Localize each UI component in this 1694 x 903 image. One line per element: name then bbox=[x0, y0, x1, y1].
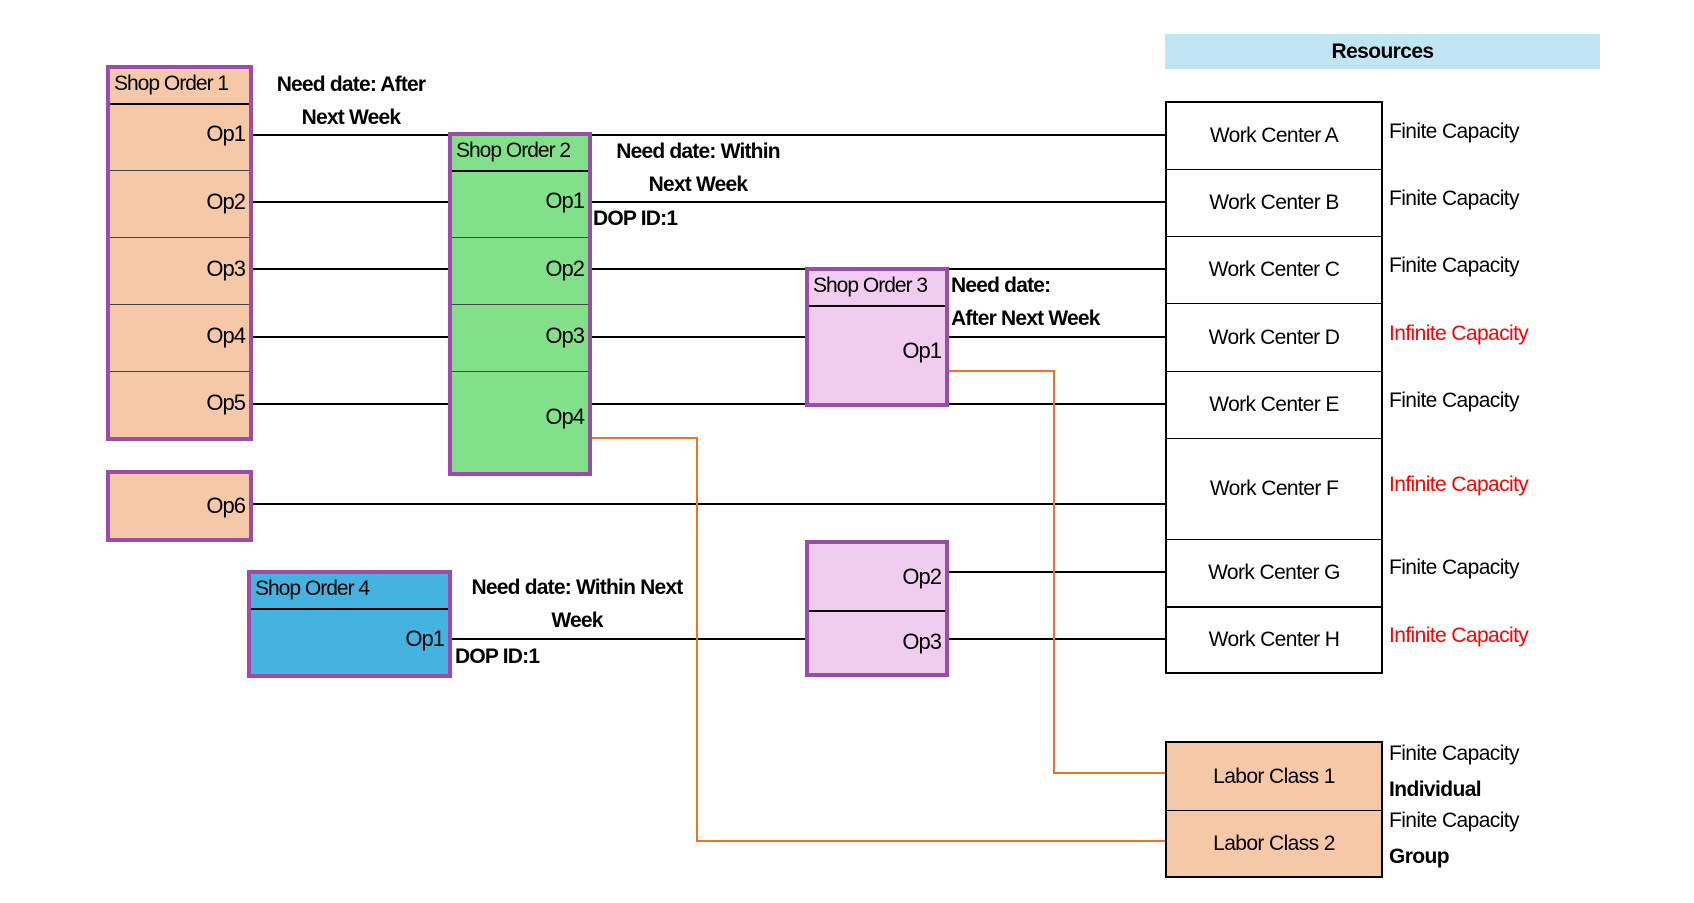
so3-op2-row: Op2 bbox=[809, 544, 945, 610]
so1-op3-row: Op3 bbox=[110, 237, 249, 304]
work-center-a-label: Work Center A bbox=[1209, 124, 1339, 147]
so3-need-date-line2: After Next Week bbox=[951, 307, 1100, 330]
so2-need-date-note: Need date: Within Next Week bbox=[600, 135, 796, 201]
capacity-h: Infinite Capacity bbox=[1389, 624, 1529, 647]
so2-op4-row: Op4 bbox=[452, 371, 588, 472]
work-center-c-label: Work Center C bbox=[1208, 258, 1340, 281]
work-center-table: Work Center A Work Center B Work Center … bbox=[1165, 101, 1383, 674]
so1-need-date-note: Need date: After Next Week bbox=[262, 68, 440, 134]
so4-dop-id: DOP ID:1 bbox=[455, 645, 540, 668]
so2-op2-label: Op2 bbox=[545, 256, 585, 281]
work-center-f-label: Work Center F bbox=[1209, 477, 1339, 500]
link-so3-op1-labor-class-1 bbox=[947, 370, 1165, 774]
so3-op3-label: Op3 bbox=[902, 629, 942, 654]
capacity-a: Finite Capacity bbox=[1389, 120, 1519, 143]
work-center-e-label: Work Center E bbox=[1209, 393, 1339, 416]
labor-class-2-type: Group bbox=[1389, 845, 1450, 868]
capacity-g: Finite Capacity bbox=[1389, 556, 1519, 579]
resources-header: Resources bbox=[1165, 34, 1600, 69]
shop-order-3-title: Shop Order 3 bbox=[809, 271, 945, 307]
so2-op2-row: Op2 bbox=[452, 237, 588, 304]
so4-need-date-note: Need date: Within Next Week bbox=[460, 571, 694, 637]
so2-op4-label: Op4 bbox=[545, 404, 585, 429]
work-center-b: Work Center B bbox=[1167, 169, 1381, 236]
so2-op3-row: Op3 bbox=[452, 304, 588, 371]
shop-order-1-title: Shop Order 1 bbox=[110, 69, 249, 105]
labor-class-1-capacity: Finite Capacity bbox=[1389, 742, 1519, 765]
so2-dop-id: DOP ID:1 bbox=[593, 207, 678, 230]
labor-class-1-type: Individual bbox=[1389, 778, 1482, 801]
so1-op3-label: Op3 bbox=[206, 256, 246, 281]
so3-need-date-line1: Need date: bbox=[951, 274, 1051, 297]
shop-order-3-extra-box: Op2 Op3 bbox=[805, 540, 949, 677]
so1-need-date-line1: Need date: After bbox=[276, 73, 426, 96]
shop-order-4-box: Shop Order 4 Op1 bbox=[247, 570, 452, 678]
resources-header-label: Resources bbox=[1331, 40, 1435, 63]
capacity-e: Finite Capacity bbox=[1389, 389, 1519, 412]
so2-op1-row: Op1 bbox=[452, 170, 588, 237]
so2-op3-label: Op3 bbox=[545, 323, 585, 348]
so1-need-date-line2: Next Week bbox=[301, 106, 401, 129]
so2-need-date-line2: Next Week bbox=[648, 173, 748, 196]
labor-class-table: Labor Class 1 Labor Class 2 bbox=[1165, 741, 1383, 878]
so4-need-date-line1: Need date: Within Next bbox=[471, 576, 684, 599]
capacity-f: Infinite Capacity bbox=[1389, 473, 1529, 496]
so3-op3-row: Op3 bbox=[809, 610, 945, 673]
work-center-d: Work Center D bbox=[1167, 303, 1381, 371]
so1-op4-row: Op4 bbox=[110, 304, 249, 371]
shop-order-3-box: Shop Order 3 Op1 bbox=[805, 267, 949, 407]
labor-class-1-label: Labor Class 1 bbox=[1213, 764, 1335, 788]
so1-op1-label: Op1 bbox=[206, 121, 246, 146]
work-center-g-label: Work Center G bbox=[1208, 561, 1340, 584]
so2-op1-label: Op1 bbox=[545, 188, 585, 213]
labor-class-2-label: Labor Class 2 bbox=[1213, 831, 1335, 855]
work-center-h: Work Center H bbox=[1167, 606, 1381, 672]
work-center-b-label: Work Center B bbox=[1209, 191, 1339, 214]
shop-order-2-title: Shop Order 2 bbox=[452, 136, 588, 172]
shop-order-4-title: Shop Order 4 bbox=[251, 574, 448, 610]
work-center-e: Work Center E bbox=[1167, 371, 1381, 438]
work-center-g: Work Center G bbox=[1167, 539, 1381, 606]
so4-need-date-line2: Week bbox=[551, 609, 603, 632]
work-center-f: Work Center F bbox=[1167, 438, 1381, 539]
so1-op5-label: Op5 bbox=[206, 390, 246, 415]
so1-op2-row: Op2 bbox=[110, 170, 249, 237]
work-center-c: Work Center C bbox=[1167, 236, 1381, 303]
so3-need-date-note: Need date: After Next Week bbox=[951, 269, 1100, 335]
so4-op1-row: Op1 bbox=[251, 608, 448, 674]
shop-order-1-op6-box: Op6 bbox=[106, 470, 253, 542]
so4-op1-label: Op1 bbox=[405, 626, 445, 651]
work-center-h-label: Work Center H bbox=[1208, 628, 1340, 651]
so3-op1-row: Op1 bbox=[809, 305, 945, 403]
so1-op5-row: Op5 bbox=[110, 371, 249, 437]
capacity-d: Infinite Capacity bbox=[1389, 322, 1529, 345]
shop-order-1-box: Shop Order 1 Op1 Op2 Op3 Op4 Op5 bbox=[106, 65, 253, 441]
work-center-a: Work Center A bbox=[1167, 103, 1381, 169]
so1-op4-label: Op4 bbox=[206, 323, 246, 348]
so2-need-date-line1: Need date: Within bbox=[616, 140, 780, 163]
capacity-c: Finite Capacity bbox=[1389, 254, 1519, 277]
so3-op1-label: Op1 bbox=[902, 338, 942, 363]
link-so2-op4-labor-class-2 bbox=[590, 437, 1165, 842]
so1-op6-label: Op6 bbox=[206, 493, 246, 518]
labor-class-2: Labor Class 2 bbox=[1167, 810, 1381, 876]
shop-order-2-box: Shop Order 2 Op1 Op2 Op3 Op4 bbox=[448, 132, 592, 476]
work-center-d-label: Work Center D bbox=[1208, 325, 1340, 349]
so3-op2-label: Op2 bbox=[902, 564, 942, 589]
so1-op1-row: Op1 bbox=[110, 103, 249, 170]
capacity-b: Finite Capacity bbox=[1389, 187, 1519, 210]
labor-class-1: Labor Class 1 bbox=[1167, 743, 1381, 810]
so1-op2-label: Op2 bbox=[206, 189, 246, 214]
so1-op6-row: Op6 bbox=[110, 474, 249, 538]
labor-class-2-capacity: Finite Capacity bbox=[1389, 809, 1519, 832]
